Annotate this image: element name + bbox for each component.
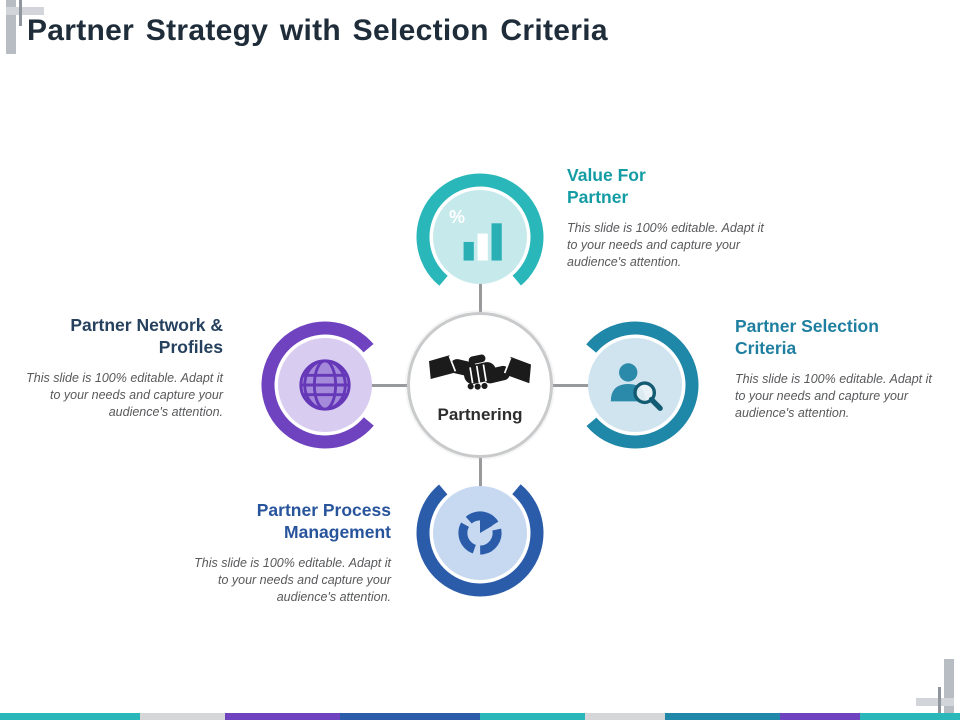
person-magnifier-icon — [610, 363, 663, 411]
node-partner-network — [260, 320, 390, 450]
connector-left — [325, 383, 480, 387]
stripe-segment — [225, 713, 340, 720]
ornament-line — [938, 687, 941, 713]
node-partner-selection — [570, 320, 700, 450]
node-arc-bottom — [416, 469, 544, 597]
globe-icon — [299, 359, 351, 411]
node-inner-right — [588, 338, 682, 432]
corner-ornament-bottom-right — [900, 643, 960, 713]
node-inner-bottom — [433, 486, 527, 580]
ornament-bar — [6, 0, 16, 54]
partner-process-block: Partner Process Management This slide is… — [178, 499, 391, 606]
connector-bottom — [478, 385, 482, 533]
ornament-bar — [944, 659, 954, 713]
node-inner-left — [278, 338, 372, 432]
bar-chart-percent-icon — [463, 223, 502, 261]
value-for-partner-heading: Value For Partner — [567, 165, 646, 207]
slide-title: Partner Strategy with Selection Criteria — [27, 14, 608, 47]
partner-selection-description: This slide is 100% editable. Adapt it to… — [735, 372, 932, 420]
stripe-segment — [480, 713, 585, 720]
value-for-partner-description: This slide is 100% editable. Adapt it to… — [567, 221, 764, 269]
node-arc-right — [571, 321, 699, 449]
percent-label: % — [449, 207, 466, 227]
ornament-bar — [6, 7, 44, 15]
stripe-segment — [780, 713, 860, 720]
partner-network-block: Partner Network & Profiles This slide is… — [6, 314, 223, 421]
value-for-partner-block: Value For Partner This slide is 100% edi… — [567, 164, 807, 271]
stripe-segment — [340, 713, 480, 720]
stripe-segment — [860, 713, 960, 720]
connector-top — [478, 237, 482, 385]
partner-selection-block: Partner Selection Criteria This slide is… — [735, 315, 960, 422]
partner-process-heading: Partner Process Management — [256, 500, 391, 542]
partner-network-heading: Partner Network & Profiles — [70, 315, 223, 357]
node-inner-top: % — [433, 190, 527, 284]
connector-right — [480, 383, 635, 387]
node-arc-top — [416, 173, 544, 301]
stripe-segment — [585, 713, 665, 720]
handshake-icon — [429, 354, 531, 391]
cycle-segments-icon — [458, 511, 502, 555]
node-value-for-partner: % — [415, 172, 545, 302]
bottom-stripe — [0, 713, 960, 720]
partner-selection-heading: Partner Selection Criteria — [735, 316, 879, 358]
partnering-center-circle: Partnering — [407, 312, 553, 458]
node-arc-left — [261, 321, 389, 449]
partner-process-description: This slide is 100% editable. Adapt it to… — [194, 556, 391, 604]
corner-ornament-top-left — [0, 0, 60, 70]
stripe-segment — [0, 713, 140, 720]
node-partner-process — [415, 468, 545, 598]
partnering-label: Partnering — [437, 404, 523, 424]
partner-network-description: This slide is 100% editable. Adapt it to… — [26, 371, 223, 419]
stripe-segment — [665, 713, 780, 720]
stripe-segment — [140, 713, 225, 720]
ornament-line — [19, 0, 22, 26]
ornament-bar — [916, 698, 954, 706]
